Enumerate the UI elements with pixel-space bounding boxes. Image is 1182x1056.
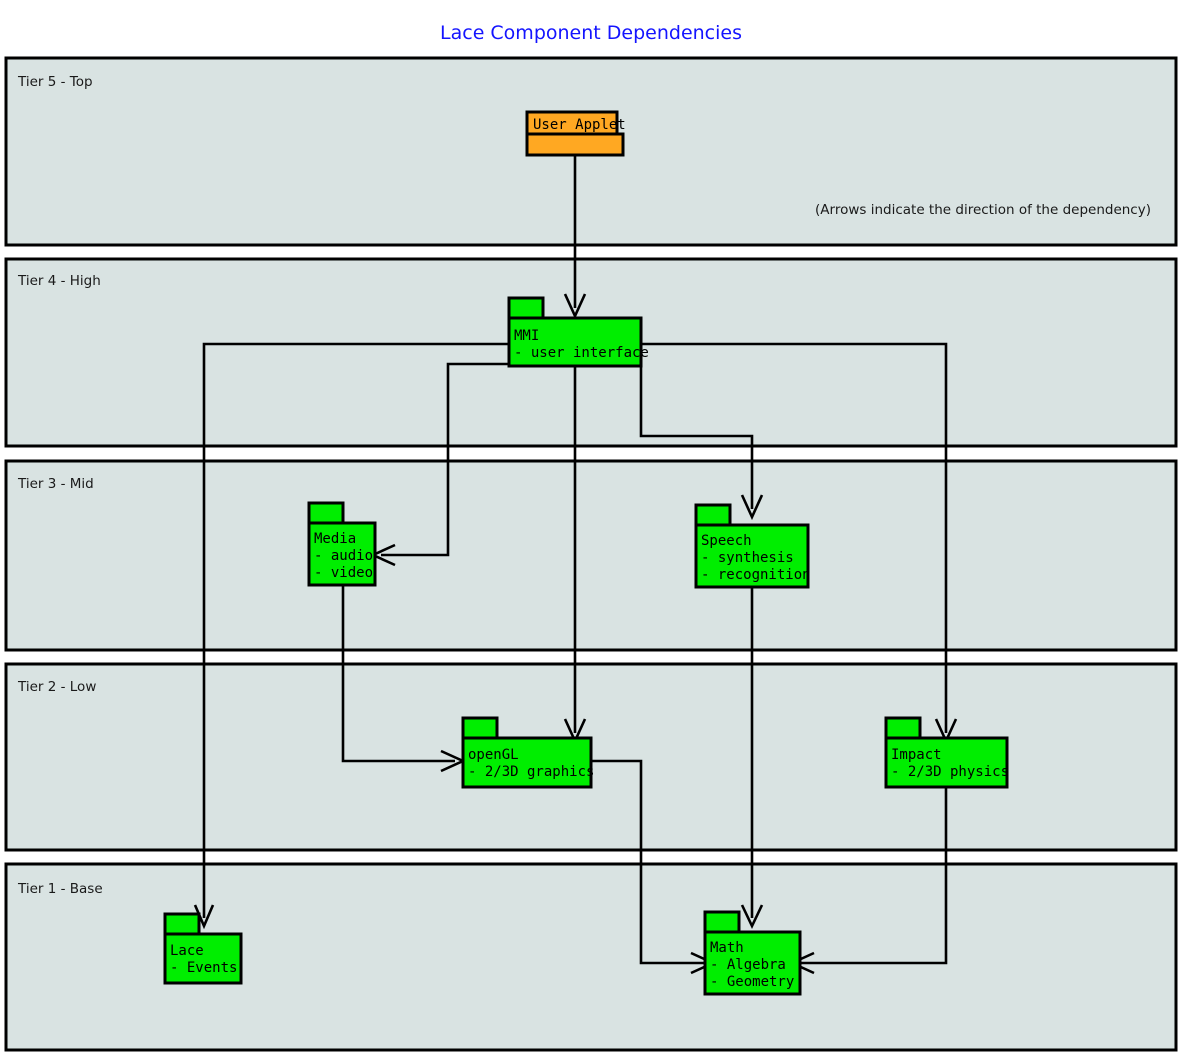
package-lace[interactable]: Lace - Events [163, 912, 243, 985]
diagram-title: Lace Component Dependencies [440, 22, 742, 44]
tier-label-tier1: Tier 1 - Base [17, 881, 103, 897]
arrow-direction-note: (Arrows indicate the direction of the de… [815, 202, 1151, 218]
package-mmi[interactable]: MMI - user interface [507, 296, 649, 368]
tier-band-tier3 [4, 459, 1178, 652]
package-lace-body [163, 932, 243, 985]
tier-label-tier5: Tier 5 - Top [17, 74, 93, 90]
arrowhead-math-top [740, 904, 764, 930]
package-user-applet[interactable]: User Applet [525, 110, 626, 157]
package-media-item-1: - video [314, 565, 373, 581]
package-media[interactable]: Media - audio - video [307, 501, 377, 587]
package-math-item-1: - Geometry [710, 974, 794, 990]
package-impact-body [884, 736, 1009, 789]
edge-mmi-to-impact [641, 342, 948, 733]
tier-label-tier2: Tier 2 - Low [17, 679, 96, 695]
package-media-item-0: - audio [314, 548, 373, 564]
package-speech-body [694, 523, 810, 589]
edge-mmi-to-media [381, 362, 509, 557]
edge-impact-to-math [800, 787, 948, 965]
package-media-body [307, 521, 377, 587]
package-lace-name: Lace [170, 943, 204, 959]
package-opengl-body [461, 736, 593, 789]
package-impact-item-0: - 2/3D physics [891, 764, 1009, 780]
package-lace-item-0: - Events [170, 960, 237, 976]
package-speech[interactable]: Speech - synthesis - recognition [694, 503, 811, 589]
edge-opengl-to-math [591, 759, 705, 965]
package-user-applet-name: User Applet [533, 117, 626, 133]
tier-label-tier3: Tier 3 - Mid [17, 476, 94, 492]
edge-media-to-opengl [341, 585, 455, 763]
arrowhead-speech-top [740, 494, 764, 521]
package-user-applet-body [525, 132, 625, 157]
package-speech-name: Speech [701, 533, 752, 549]
package-opengl[interactable]: openGL - 2/3D graphics [461, 716, 594, 789]
tier-label-tier4: Tier 4 - High [17, 273, 101, 289]
edge-mmi-to-speech [639, 344, 754, 509]
package-math[interactable]: Math - Algebra - Geometry [703, 910, 802, 996]
arrowhead-mmi-top [563, 293, 587, 320]
arrowhead-lace-top [193, 904, 215, 930]
package-media-name: Media [314, 531, 356, 547]
package-mmi-name: MMI [514, 328, 539, 344]
package-impact-name: Impact [891, 747, 942, 763]
package-speech-item-1: - recognition [701, 567, 811, 583]
package-opengl-name: openGL [468, 747, 519, 763]
package-math-name: Math [710, 940, 744, 956]
package-math-body [703, 930, 802, 996]
package-speech-item-0: - synthesis [701, 550, 794, 566]
package-math-item-0: - Algebra [710, 957, 786, 973]
edge-mmi-to-lace [202, 342, 509, 918]
package-mmi-body [507, 316, 643, 368]
package-impact[interactable]: Impact - 2/3D physics [884, 716, 1009, 789]
package-opengl-item-0: - 2/3D graphics [468, 764, 594, 780]
package-mmi-item-0: - user interface [514, 345, 649, 361]
